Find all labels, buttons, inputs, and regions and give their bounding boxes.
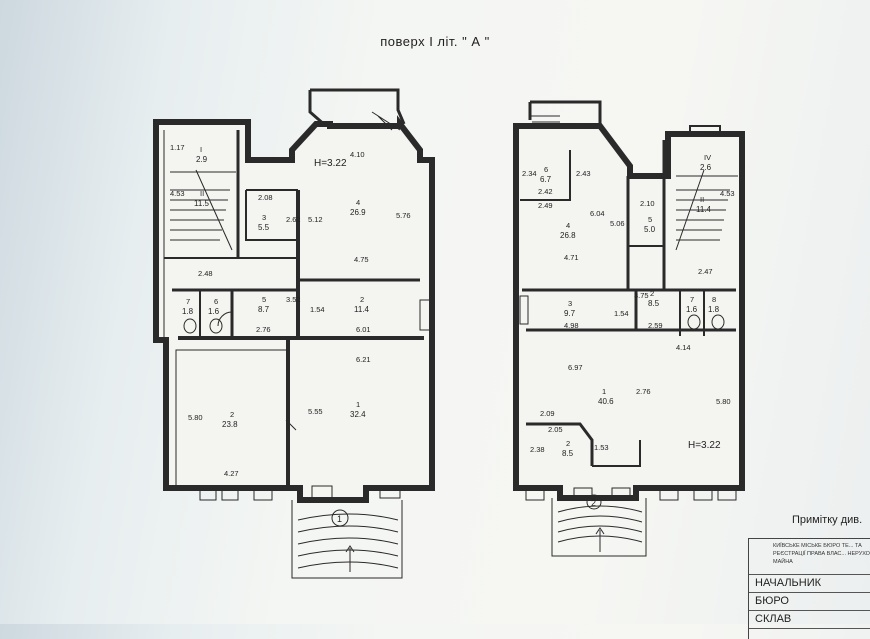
svg-text:6.01: 6.01 (356, 325, 371, 334)
svg-text:4.71: 4.71 (564, 253, 579, 262)
svg-text:1.53: 1.53 (594, 443, 609, 452)
svg-text:1.54: 1.54 (614, 309, 629, 318)
svg-text:2.59: 2.59 (648, 321, 663, 330)
svg-text:II: II (200, 189, 204, 198)
svg-text:5.80: 5.80 (188, 413, 203, 422)
svg-text:4: 4 (356, 198, 360, 207)
svg-text:1.17: 1.17 (170, 143, 185, 152)
plan1-number: 1 (337, 514, 342, 524)
svg-text:2.10: 2.10 (640, 199, 655, 208)
svg-text:5.80: 5.80 (716, 397, 731, 406)
svg-text:2.42: 2.42 (538, 187, 553, 196)
svg-text:8: 8 (712, 295, 716, 304)
svg-text:2.47: 2.47 (698, 267, 713, 276)
svg-text:2.34: 2.34 (522, 169, 537, 178)
svg-text:4.75: 4.75 (354, 255, 369, 264)
floor-plans-drawing: H=3.22 I 2.9 II 11.5 3 5.5 4 26.9 5 8.7 … (153, 88, 745, 579)
svg-text:4.53: 4.53 (170, 189, 185, 198)
svg-text:4.10: 4.10 (350, 150, 365, 159)
svg-text:1.6: 1.6 (208, 307, 220, 316)
svg-text:2: 2 (360, 295, 364, 304)
plan1-height: H=3.22 (314, 158, 347, 169)
svg-text:40.6: 40.6 (598, 397, 614, 406)
svg-text:4.27: 4.27 (224, 469, 239, 478)
svg-text:4.98: 4.98 (564, 321, 579, 330)
svg-text:2: 2 (566, 439, 570, 448)
svg-text:2.43: 2.43 (576, 169, 591, 178)
svg-text:5.0: 5.0 (644, 225, 656, 234)
svg-text:2.05: 2.05 (548, 425, 563, 434)
svg-text:6.04: 6.04 (590, 209, 605, 218)
svg-text:1.54: 1.54 (310, 305, 325, 314)
svg-text:5.12: 5.12 (308, 215, 323, 224)
title-block-stamp: КИЇВСЬКЕ МІСЬКЕ БЮРО ТЕ... ТА РЕЄСТРАЦІЇ… (748, 538, 870, 639)
svg-text:9.7: 9.7 (564, 309, 576, 318)
svg-text:1: 1 (602, 387, 606, 396)
svg-text:11.4: 11.4 (354, 305, 370, 314)
svg-text:2.76: 2.76 (636, 387, 651, 396)
svg-text:6.7: 6.7 (540, 175, 552, 184)
svg-text:1.6: 1.6 (686, 305, 698, 314)
svg-text:2.9: 2.9 (196, 155, 208, 164)
svg-text:2: 2 (650, 289, 654, 298)
svg-text:7: 7 (690, 295, 694, 304)
plan2-number: 2 (591, 498, 596, 508)
svg-text:6: 6 (544, 165, 548, 174)
svg-text:II: II (700, 195, 704, 204)
plan1-labels: H=3.22 I 2.9 II 11.5 3 5.5 4 26.9 5 8.7 … (170, 143, 411, 524)
plan2-height: H=3.22 (688, 440, 721, 451)
svg-text:2.6: 2.6 (700, 163, 712, 172)
stamp-row-compiled: СКЛАВ (749, 611, 870, 629)
svg-text:I: I (200, 145, 202, 154)
svg-text:11.4: 11.4 (696, 205, 712, 214)
floor-plan-2 (513, 100, 745, 557)
stamp-row-bureau: БЮРО (749, 593, 870, 611)
svg-text:23.8: 23.8 (222, 420, 238, 429)
svg-text:3: 3 (568, 299, 572, 308)
svg-text:8.7: 8.7 (258, 305, 270, 314)
svg-text:6.21: 6.21 (356, 355, 371, 364)
svg-text:1.8: 1.8 (182, 307, 194, 316)
svg-text:3.52: 3.52 (286, 295, 301, 304)
plan2-labels: H=3.22 6 6.7 4 26.8 5 5.0 II 11.4 IV 2.6… (522, 153, 735, 508)
svg-text:2: 2 (230, 410, 234, 419)
svg-text:5.55: 5.55 (308, 407, 323, 416)
svg-text:IV: IV (704, 153, 711, 162)
svg-text:6.97: 6.97 (568, 363, 583, 372)
svg-text:6: 6 (214, 297, 218, 306)
svg-text:2.08: 2.08 (258, 193, 273, 202)
svg-text:8.5: 8.5 (562, 449, 574, 458)
svg-text:7: 7 (186, 297, 190, 306)
svg-text:11.5: 11.5 (194, 199, 210, 208)
svg-text:2.38: 2.38 (530, 445, 545, 454)
svg-text:4.14: 4.14 (676, 343, 691, 352)
stamp-row-head: НАЧАЛЬНИК (749, 575, 870, 593)
svg-text:4.53: 4.53 (720, 189, 735, 198)
svg-text:5.76: 5.76 (396, 211, 411, 220)
svg-text:5: 5 (262, 295, 266, 304)
svg-text:5.06: 5.06 (610, 219, 625, 228)
sheet-title: поверх I літ. " А " (380, 34, 490, 49)
svg-text:3.75: 3.75 (634, 291, 649, 300)
floor-plan-1 (153, 88, 435, 579)
svg-text:5: 5 (648, 215, 652, 224)
svg-text:2.49: 2.49 (538, 201, 553, 210)
svg-text:3: 3 (262, 213, 266, 222)
svg-text:32.4: 32.4 (350, 410, 366, 419)
svg-text:8.5: 8.5 (648, 299, 660, 308)
svg-text:26.8: 26.8 (560, 231, 576, 240)
svg-text:2.48: 2.48 (198, 269, 213, 278)
svg-text:2.62: 2.62 (286, 215, 301, 224)
svg-text:1.8: 1.8 (708, 305, 720, 314)
svg-text:1: 1 (356, 400, 360, 409)
svg-text:2.09: 2.09 (540, 409, 555, 418)
note-text: Примітку див. (792, 514, 863, 526)
svg-text:5.5: 5.5 (258, 223, 270, 232)
svg-text:26.9: 26.9 (350, 208, 366, 217)
stamp-organization: КИЇВСЬКЕ МІСЬКЕ БЮРО ТЕ... ТА РЕЄСТРАЦІЇ… (749, 539, 870, 575)
svg-text:4: 4 (566, 221, 570, 230)
svg-text:2.76: 2.76 (256, 325, 271, 334)
